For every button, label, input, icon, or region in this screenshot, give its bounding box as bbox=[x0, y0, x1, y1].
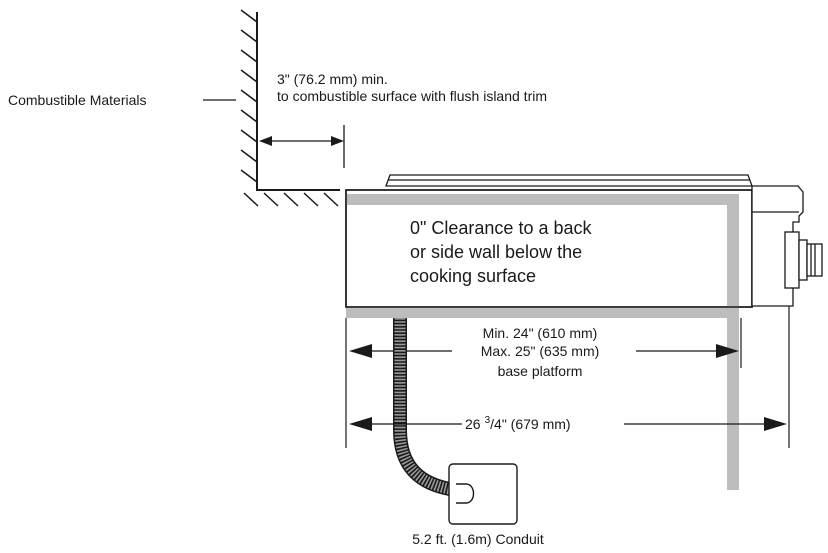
platform-label-line3: base platform bbox=[498, 363, 583, 379]
wall-clearance-line3: cooking surface bbox=[410, 266, 536, 286]
clearance-label-line1: 3" (76.2 mm) min. bbox=[277, 71, 388, 87]
cooktop-body bbox=[345, 189, 753, 308]
base-platform-dimension-arrow bbox=[349, 344, 739, 358]
cooktop-top-trim bbox=[385, 174, 753, 187]
platform-label-line2: Max. 25" (635 mm) bbox=[481, 343, 600, 359]
combustible-materials-label: Combustible Materials bbox=[8, 92, 147, 108]
control-knob-icon bbox=[784, 231, 823, 289]
conduit-label: 5.2 ft. (1.6m) Conduit bbox=[412, 531, 544, 547]
clearance-label-line2: to combustible surface with flush island… bbox=[277, 88, 547, 104]
extension-lines bbox=[345, 306, 790, 448]
wall-band bbox=[346, 194, 739, 490]
clearance-dimension-arrow bbox=[259, 125, 345, 168]
platform-label-line1: Min. 24" (610 mm) bbox=[483, 325, 598, 341]
junction-box-icon bbox=[448, 463, 518, 525]
conduit bbox=[393, 318, 458, 497]
wall-clearance-line1: 0" Clearance to a back bbox=[410, 218, 592, 238]
overall-width-dimension-arrow bbox=[349, 417, 787, 431]
wall-clearance-line2: or side wall below the bbox=[410, 242, 582, 262]
combustible-wall bbox=[240, 9, 340, 207]
